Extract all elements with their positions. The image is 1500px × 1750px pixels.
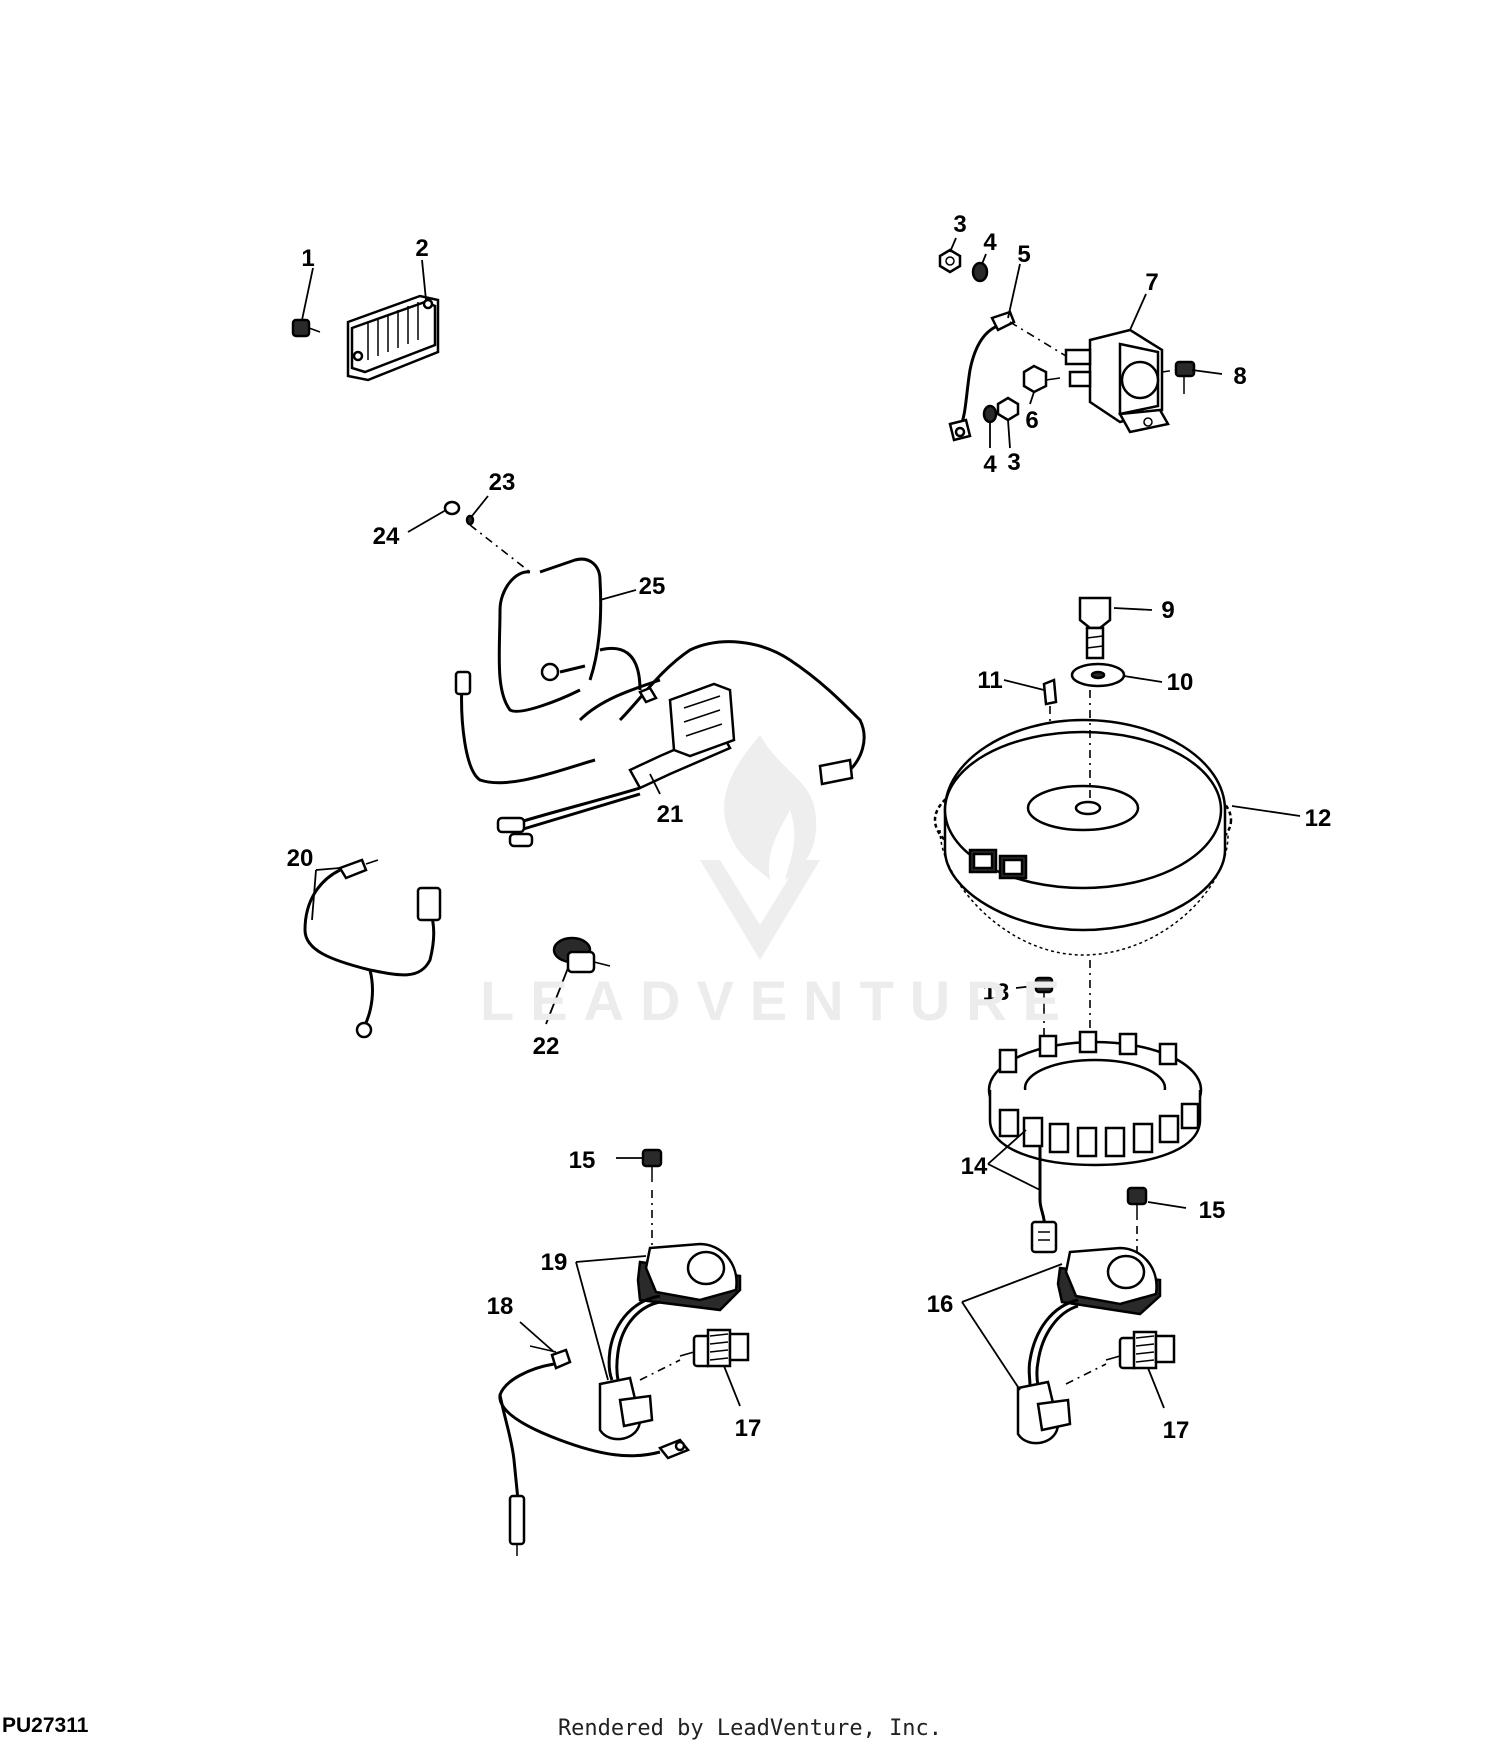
watermark-text: LEADVENTURE bbox=[480, 969, 1077, 1032]
callout-labels: 1 2 3 4 5 7 8 6 4 3 23 24 25 9 11 10 12 … bbox=[287, 211, 1332, 1444]
callout-4: 4 bbox=[983, 229, 997, 256]
part-12-flywheel bbox=[933, 718, 1233, 956]
part-24-nut bbox=[443, 500, 461, 516]
part-17-spark-plug-right bbox=[1065, 1330, 1176, 1385]
callout-17-left: 17 bbox=[735, 1415, 762, 1442]
callout-3-lower: 3 bbox=[1007, 449, 1020, 476]
part-23-washer bbox=[465, 514, 475, 526]
figure-id: PU27311 bbox=[2, 1714, 89, 1737]
callout-23: 23 bbox=[489, 469, 516, 496]
part-17-spark-plug-left bbox=[639, 1328, 750, 1381]
callout-14: 14 bbox=[961, 1153, 988, 1180]
part-10-washer bbox=[1070, 662, 1126, 688]
part-4-washer-top bbox=[971, 261, 989, 283]
callout-5: 5 bbox=[1017, 241, 1030, 268]
footer-credit: Rendered by LeadVenture, Inc. bbox=[557, 1716, 943, 1741]
part-3-nut-top bbox=[938, 248, 962, 274]
part-16-ignition-module bbox=[1016, 1246, 1162, 1445]
part-18-wire-lead bbox=[498, 1345, 691, 1556]
callout-18: 18 bbox=[487, 1293, 514, 1320]
part-15-screw-left bbox=[641, 1148, 663, 1250]
callout-17-right: 17 bbox=[1163, 1417, 1190, 1444]
callout-19: 19 bbox=[541, 1249, 568, 1276]
callout-3: 3 bbox=[953, 211, 966, 238]
part-1-screw bbox=[291, 318, 321, 338]
watermark-logo bbox=[700, 735, 820, 960]
callout-6: 6 bbox=[1025, 407, 1038, 434]
part-4-washer-bottom bbox=[982, 404, 998, 424]
part-5-cable bbox=[948, 310, 1016, 442]
callout-1: 1 bbox=[301, 245, 314, 272]
callout-10: 10 bbox=[1167, 669, 1194, 696]
callout-7: 7 bbox=[1145, 269, 1158, 296]
part-2-regulator bbox=[346, 294, 440, 382]
callout-9: 9 bbox=[1161, 597, 1174, 624]
callout-22: 22 bbox=[533, 1033, 560, 1060]
part-22-oil-switch bbox=[552, 936, 611, 974]
callout-12: 12 bbox=[1305, 805, 1332, 832]
callout-15-right: 15 bbox=[1199, 1197, 1226, 1224]
part-25-wiring-harness bbox=[454, 557, 866, 786]
callout-25: 25 bbox=[639, 573, 666, 600]
part-8-screw bbox=[1161, 360, 1196, 394]
callout-13: 13 bbox=[983, 979, 1010, 1006]
callout-2: 2 bbox=[415, 235, 428, 262]
leader-lines bbox=[301, 237, 1301, 1409]
callout-20: 20 bbox=[287, 845, 314, 872]
dash-23-to-harness bbox=[469, 524, 531, 573]
callout-4-lower: 4 bbox=[983, 451, 997, 478]
callout-24: 24 bbox=[373, 523, 400, 550]
part-19-ignition-module bbox=[598, 1242, 742, 1441]
callout-11: 11 bbox=[977, 667, 1002, 694]
part-6-stud bbox=[1022, 364, 1061, 394]
part-3-nut-bottom bbox=[996, 396, 1020, 422]
part-7-solenoid bbox=[1009, 321, 1170, 434]
part-15-screw-right bbox=[1126, 1186, 1148, 1262]
callout-15-left: 15 bbox=[569, 1147, 596, 1174]
part-14-stator bbox=[987, 1030, 1203, 1254]
part-20-wire-lead bbox=[303, 858, 442, 1039]
part-9-bolt bbox=[1078, 596, 1112, 660]
callout-16: 16 bbox=[927, 1291, 954, 1318]
callout-8: 8 bbox=[1233, 363, 1246, 390]
part-21-connector bbox=[496, 682, 736, 848]
callout-21: 21 bbox=[657, 801, 684, 828]
